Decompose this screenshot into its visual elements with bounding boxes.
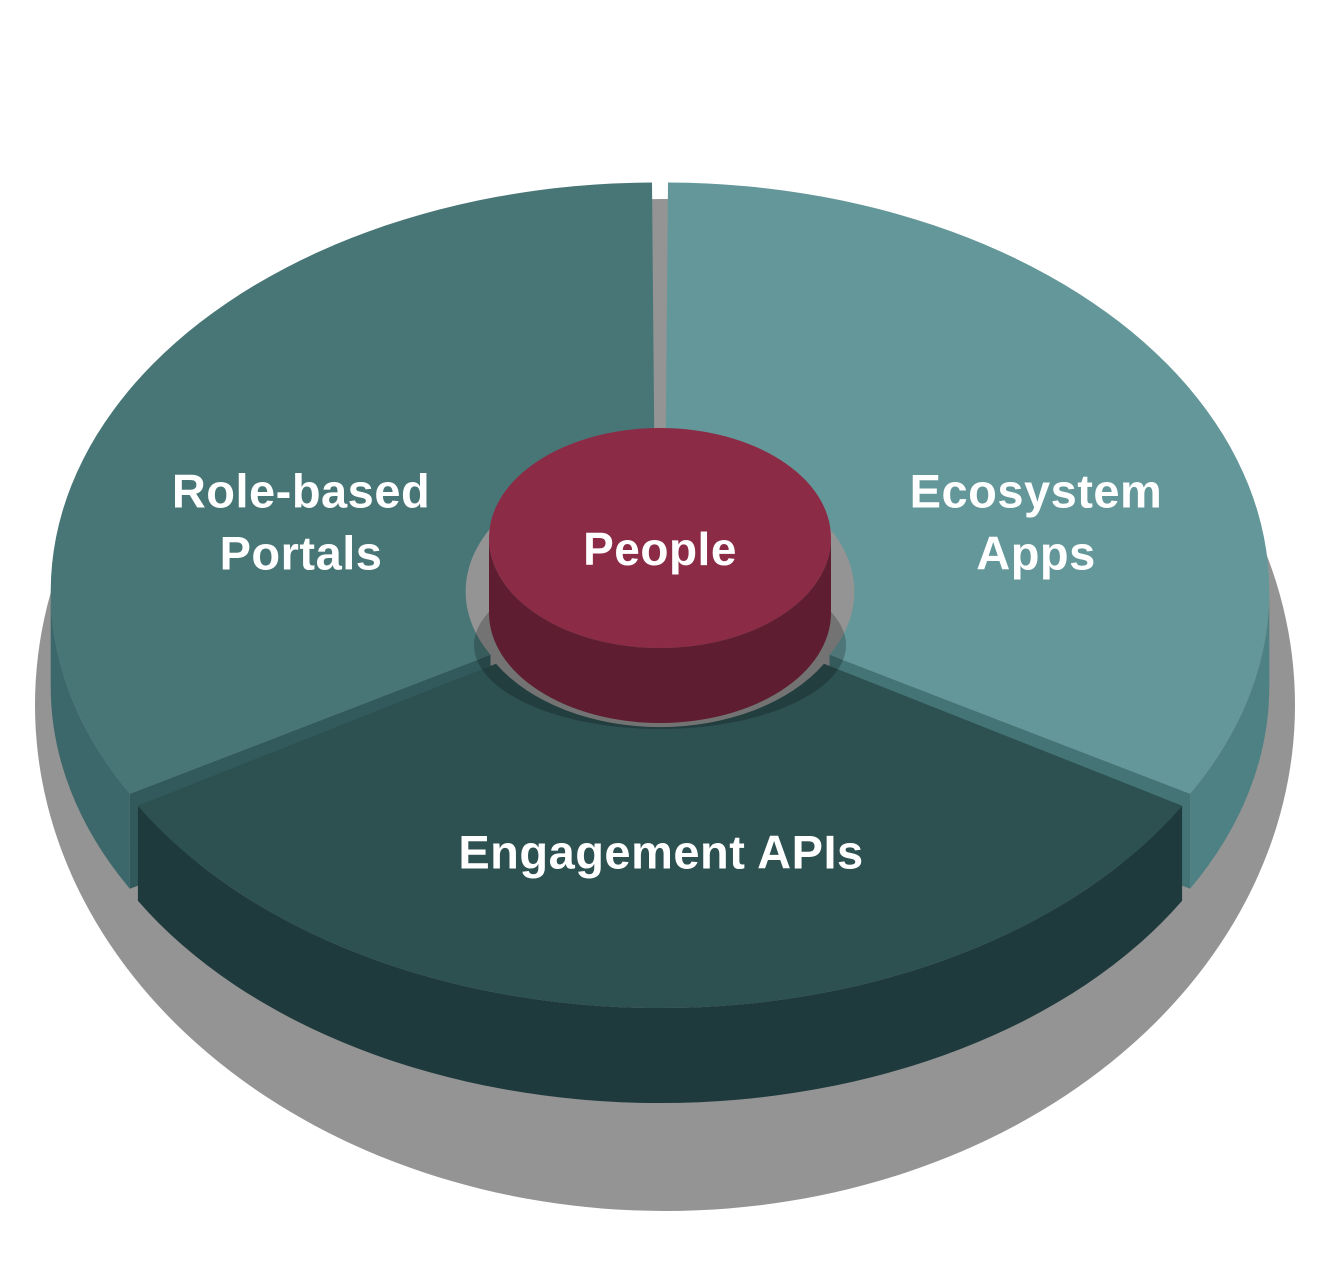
people-hub-top: [489, 428, 831, 648]
segment-engagement-apis-side: [137, 805, 1183, 1104]
label-role-based-portals-line1: Role-based: [172, 465, 430, 518]
segment-ecosystem-apps-top: [665, 182, 1270, 794]
segment-engagement-apis-top: [137, 663, 1183, 1009]
label-role-based-portals-line2: Portals: [220, 527, 383, 580]
label-people: People: [583, 523, 737, 575]
segment-role-based-portals-top: [50, 182, 655, 794]
label-ecosystem-apps-line2: Apps: [976, 527, 1096, 580]
label-ecosystem-apps-line1: Ecosystem: [910, 465, 1163, 518]
people-hub-side: [489, 538, 831, 723]
label-engagement-apis: Engagement APIs: [458, 826, 863, 879]
segment-role-based-portals-side: [50, 591, 130, 889]
segment-ecosystem-apps-side: [1190, 591, 1270, 889]
